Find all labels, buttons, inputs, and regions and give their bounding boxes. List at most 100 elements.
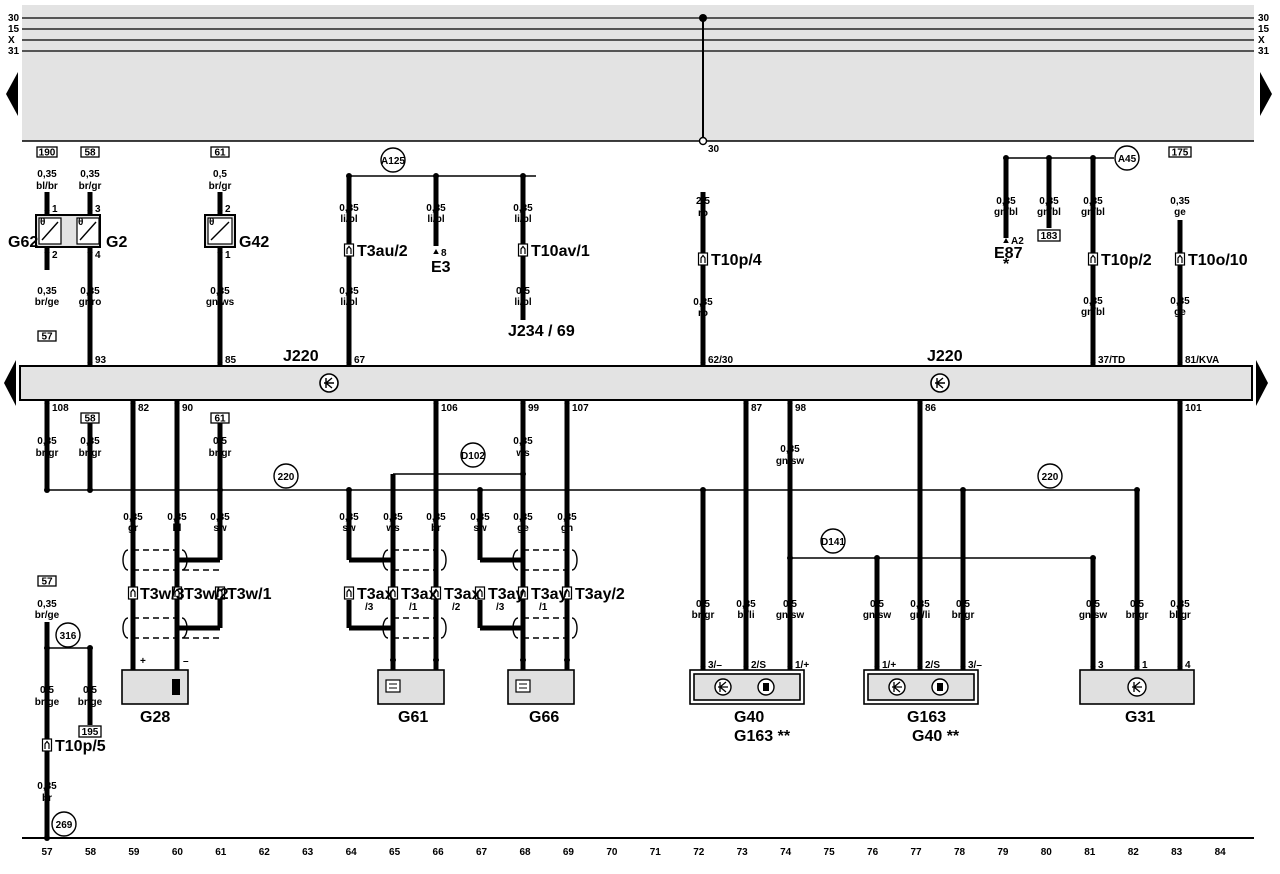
track-number: 63 [302, 847, 314, 858]
wire-color: br/gr [79, 448, 102, 459]
scroll-right-bus-arrow-icon[interactable] [1256, 360, 1268, 406]
ref-box-61: 61 [214, 148, 226, 159]
track-number: 76 [867, 847, 879, 858]
wire-size: 0,35 [80, 169, 100, 180]
rail-30-pin: 30 [708, 144, 720, 155]
pin-label: 101 [1185, 403, 1202, 414]
wire-size: 0,35 [470, 512, 490, 523]
t3ay3-label: T3ay [488, 586, 525, 603]
pin-label: 106 [441, 403, 458, 414]
pin-label: A2 [1011, 236, 1024, 247]
wire-color: br/ge [78, 697, 103, 708]
wire-size: 0,5 [213, 169, 227, 180]
pin-label: 2 [225, 204, 231, 215]
track-number: 62 [259, 847, 271, 858]
g40-label: G40 [734, 709, 764, 726]
track-number: 84 [1215, 847, 1227, 858]
a125-group: A125 0,35 li/bl 0,35 li/bl 0,35 li/bl T3… [339, 147, 590, 366]
pin-label: 2 [52, 250, 58, 261]
wire-color: sw [342, 523, 356, 534]
wire-color: gn/sw [776, 610, 805, 621]
t10o-feed: 175 0,35 ge T10o/10 0,35 ge 81/KVA [1168, 146, 1248, 366]
wire-color: ro [698, 208, 708, 219]
track-number: 58 [85, 847, 97, 858]
wire-color: br/gr [209, 448, 232, 459]
wire-size: 0,5 [1130, 599, 1144, 610]
rail-31-left: 31 [8, 46, 20, 57]
theta-symbol: θ [78, 217, 83, 228]
connector-d141: D141 [821, 537, 845, 548]
e87-star: * [1003, 256, 1010, 273]
track-number: 60 [172, 847, 184, 858]
wire-color: bl/gr [1169, 610, 1191, 621]
ref-box-183: 183 [1041, 231, 1058, 242]
track-number: 70 [606, 847, 618, 858]
scroll-left-top-arrow-icon[interactable] [6, 72, 18, 116]
t10p5-ground-group: 57 0,35 br/ge 316 0,5 br/ge 0,5 br/ge 19… [35, 575, 106, 841]
pin-label: 8 [441, 248, 447, 259]
ref-box-58: 58 [84, 414, 96, 425]
t10av-label: T10av/1 [531, 243, 590, 260]
g28-label: G28 [140, 709, 170, 726]
ref-box-57: 57 [41, 577, 53, 588]
pin-label: 86 [925, 403, 937, 414]
wire-color: br/ge [35, 610, 60, 621]
a45-group: A45 0,35 gn/bl 0,35 gn/bl 0,35 gn/bl 183… [994, 145, 1152, 366]
wire-size: 0,35 [1083, 296, 1103, 307]
pin-label: 1 [1142, 660, 1148, 671]
wire-size: 0,5 [83, 685, 97, 696]
wire-color: bl/br [36, 181, 58, 192]
wire-color: li/bl [427, 214, 444, 225]
scroll-left-bus-arrow-icon[interactable] [4, 360, 16, 406]
pin-label: 90 [182, 403, 194, 414]
wire-size: 0,35 [123, 512, 143, 523]
wire-size: 2,5 [696, 196, 710, 207]
track-number: 64 [346, 847, 358, 858]
track-number: 65 [389, 847, 401, 858]
g163-label: G163 [907, 709, 946, 726]
wire-color: ws [515, 448, 530, 459]
pin-label: 98 [795, 403, 807, 414]
track-number: 59 [128, 847, 140, 858]
wire-color: bl/li [737, 610, 754, 621]
pin-label: 87 [751, 403, 763, 414]
wire-color: br [431, 523, 441, 534]
wire-color: ws [385, 523, 400, 534]
wire-size: 0,5 [213, 436, 227, 447]
connector-220-left: 220 [278, 472, 295, 483]
wire-size: 0,35 [693, 297, 713, 308]
pin-label: 93 [95, 355, 107, 366]
wire-color: gn/li [910, 610, 931, 621]
track-number: 72 [693, 847, 705, 858]
wire-color: gn/sw [776, 456, 805, 467]
pin-label: 37/TD [1098, 355, 1125, 366]
pin-label: 62/30 [708, 355, 733, 366]
g28-sensor-group: 0,35 gr 0,35 bl 0,35 sw T3w/3 T3w/2 T3w/… [121, 400, 272, 726]
wire-size: 0,35 [1170, 296, 1190, 307]
g163-alt-label: G40 ** [912, 728, 960, 745]
wire-size: 0,35 [339, 286, 359, 297]
wire-size: 0,35 [167, 512, 187, 523]
wire-color: br/ge [35, 297, 60, 308]
wire-color: li/bl [514, 214, 531, 225]
wire-color: gn/ws [206, 297, 235, 308]
wire-color: gn/bl [1081, 307, 1105, 318]
rail-30-right: 30 [1258, 13, 1270, 24]
track-number: 74 [780, 847, 792, 858]
wire-color: br/gr [692, 610, 715, 621]
wire-size: 0,5 [956, 599, 970, 610]
wire-size: 0,35 [1039, 196, 1059, 207]
rail-30-left: 30 [8, 13, 20, 24]
track-number: 75 [824, 847, 836, 858]
scroll-right-top-arrow-icon[interactable] [1260, 72, 1272, 116]
wire-color: ge [517, 523, 529, 534]
t3ay1-label: T3ay [531, 586, 568, 603]
t10p4-label: T10p/4 [711, 252, 762, 269]
wire-size: 0,35 [37, 436, 57, 447]
t3ay2-label: T3ay/2 [575, 586, 625, 603]
wire-color: gr [128, 523, 138, 534]
track-number: 80 [1041, 847, 1053, 858]
left-feeders: 58 61 0,35 br/gr 0,35 br/gr 0,5 br/gr [36, 400, 232, 490]
wire-size: 0,35 [736, 599, 756, 610]
